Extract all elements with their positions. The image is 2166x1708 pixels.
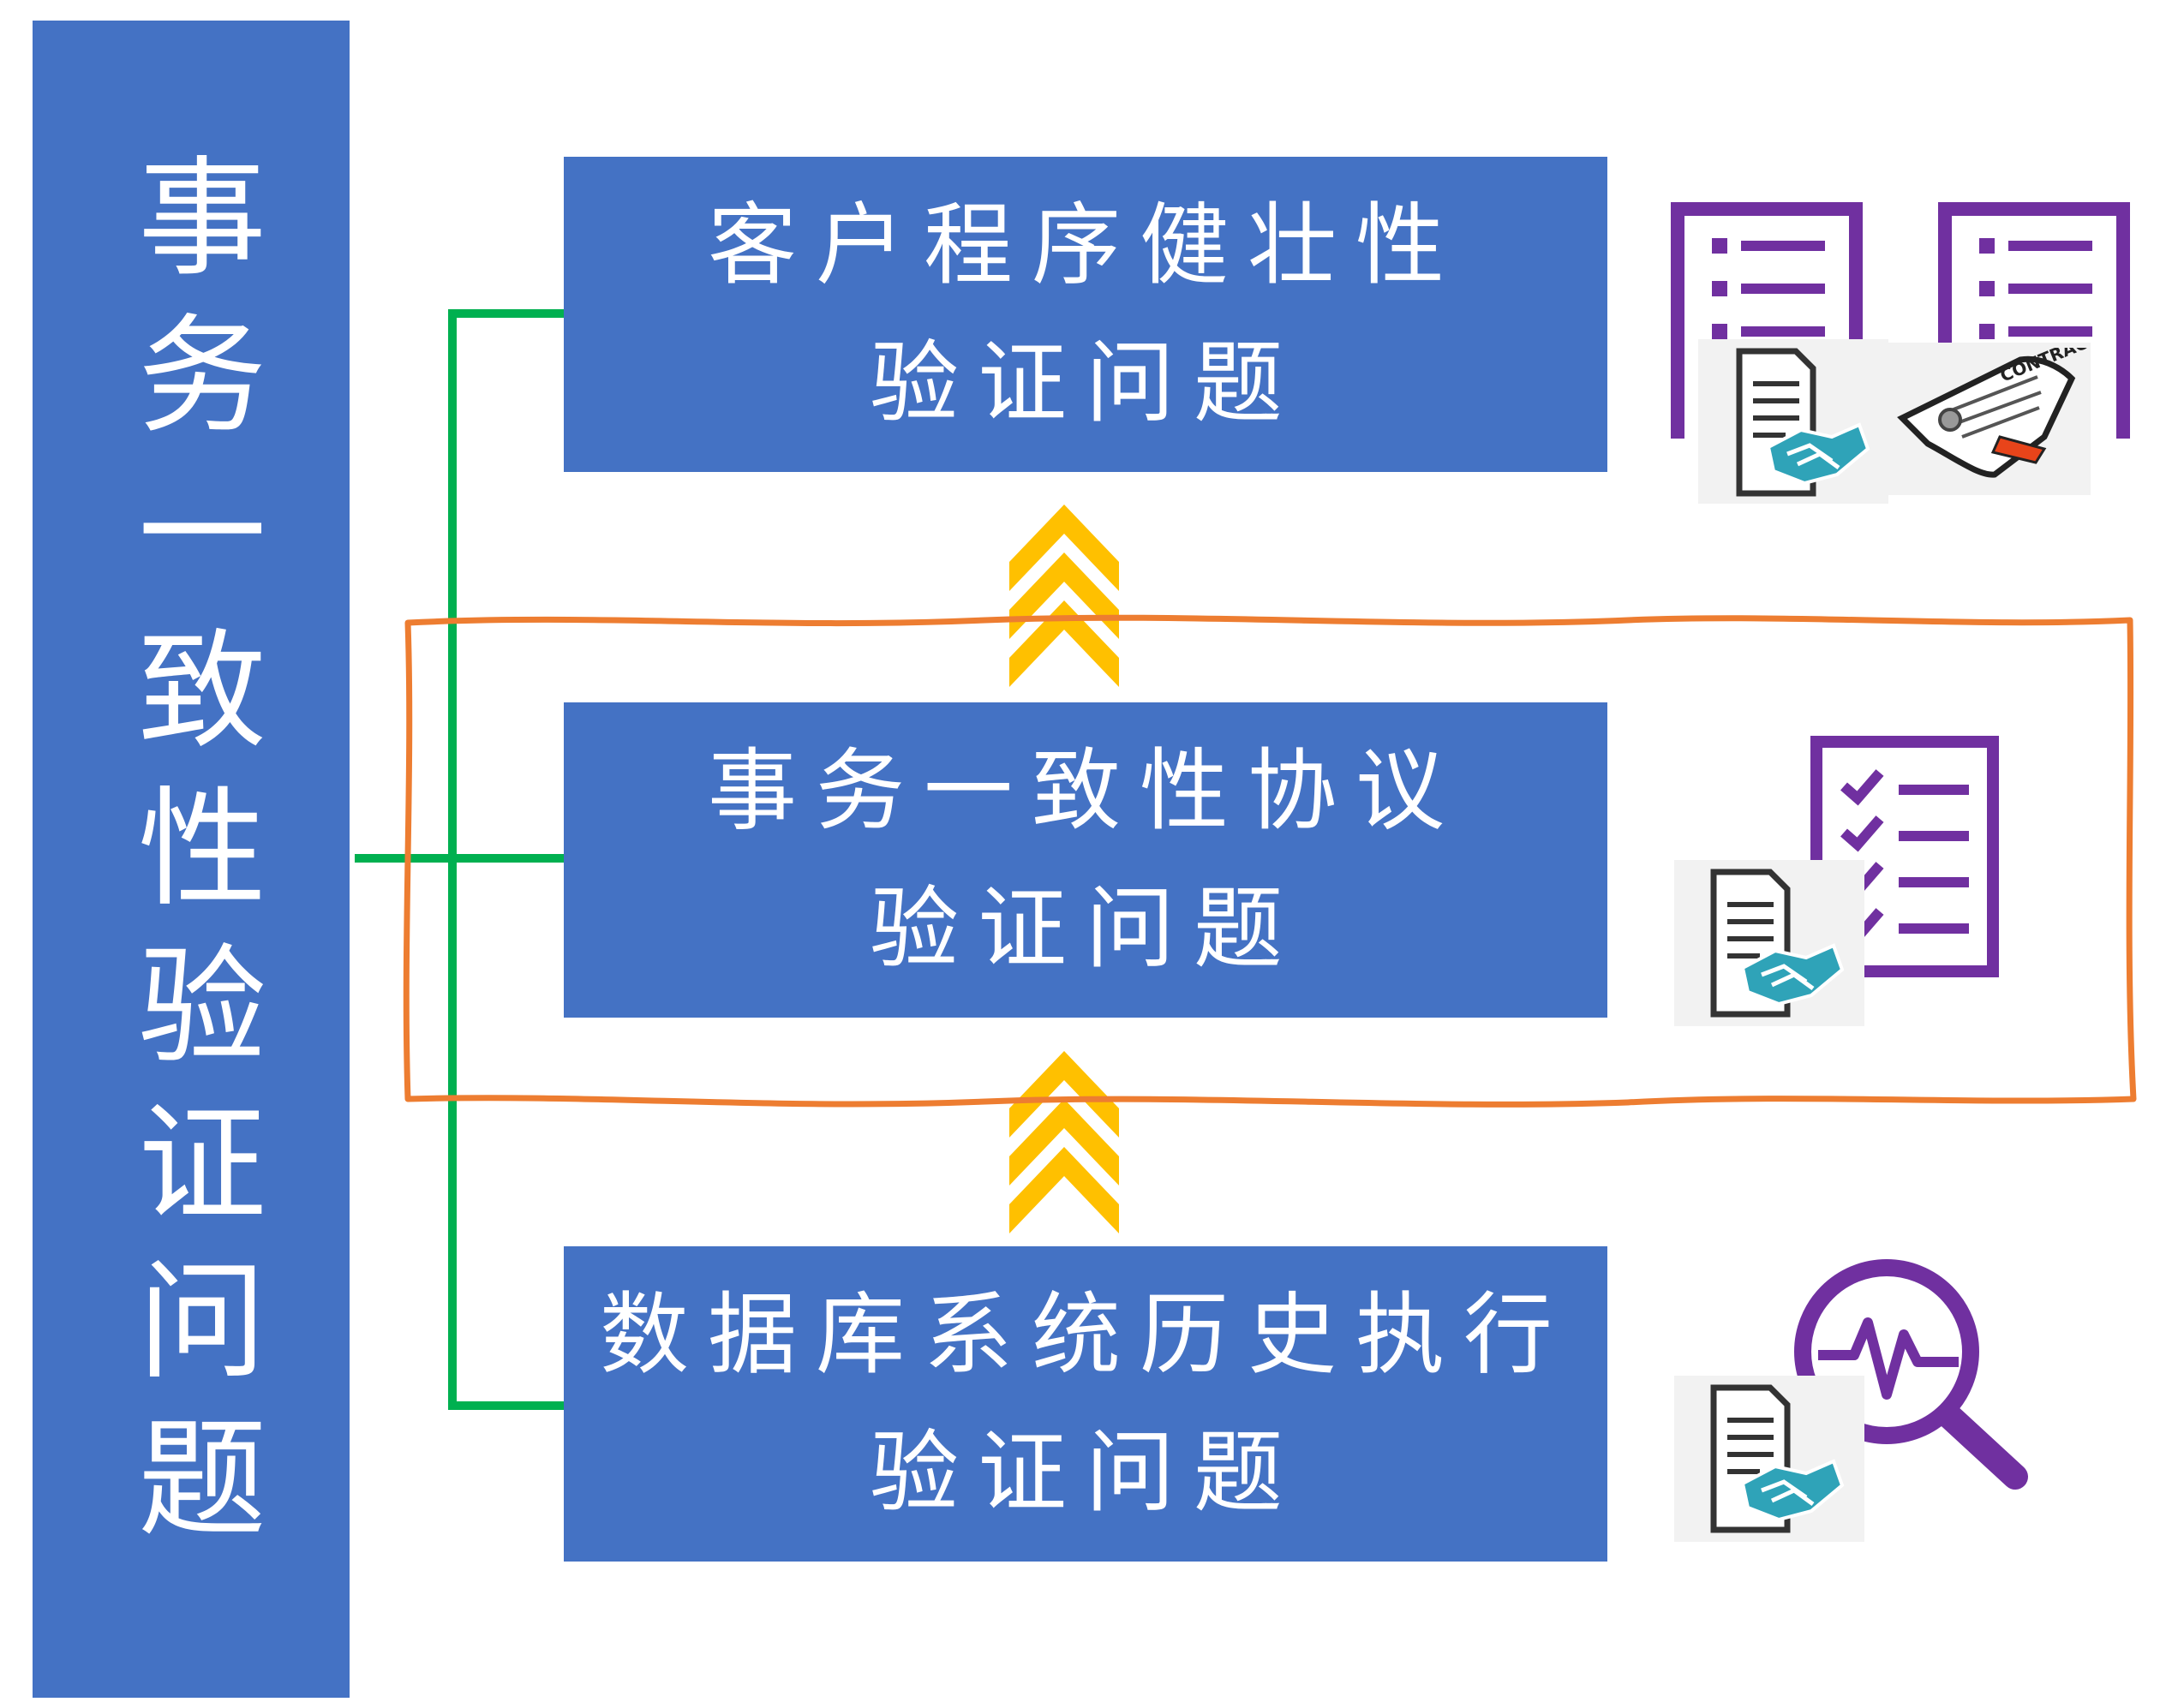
box-line-1: 事务一致性协议 <box>707 738 1463 843</box>
document-list-icon <box>1938 202 2130 439</box>
main-title: 事务一致性验证问题 <box>116 150 266 1568</box>
title-bar: 事务一致性验证问题 <box>33 21 350 1698</box>
handshake-document-icon <box>1736 348 1870 497</box>
checklist-icon <box>1810 736 1999 977</box>
box-client-robustness: 客户程序健壮性 验证问题 <box>564 157 1607 472</box>
chevron-up-icon <box>1009 505 1119 687</box>
handshake-document-icon <box>1710 869 1845 1018</box>
box-consistency-protocol: 事务一致性协议 验证问题 <box>564 702 1607 1018</box>
document-list-icon <box>1671 202 1863 439</box>
contract-icon: CONTRACT <box>1897 348 2087 478</box>
tree-connector <box>355 309 564 1410</box>
box-line-2: 验证问题 <box>869 876 1301 981</box>
box-line-2: 验证问题 <box>869 1420 1301 1525</box>
highlight-frame <box>403 614 2137 1108</box>
handshake-document-icon <box>1710 1384 1845 1533</box>
box-history-execution: 数据库系统历史执行 验证问题 <box>564 1246 1607 1562</box>
box-line-2: 验证问题 <box>869 331 1301 435</box>
box-line-1: 客户程序健壮性 <box>707 192 1463 297</box>
chevron-up-icon <box>1009 1051 1119 1233</box>
box-line-1: 数据库系统历史执行 <box>599 1281 1571 1387</box>
